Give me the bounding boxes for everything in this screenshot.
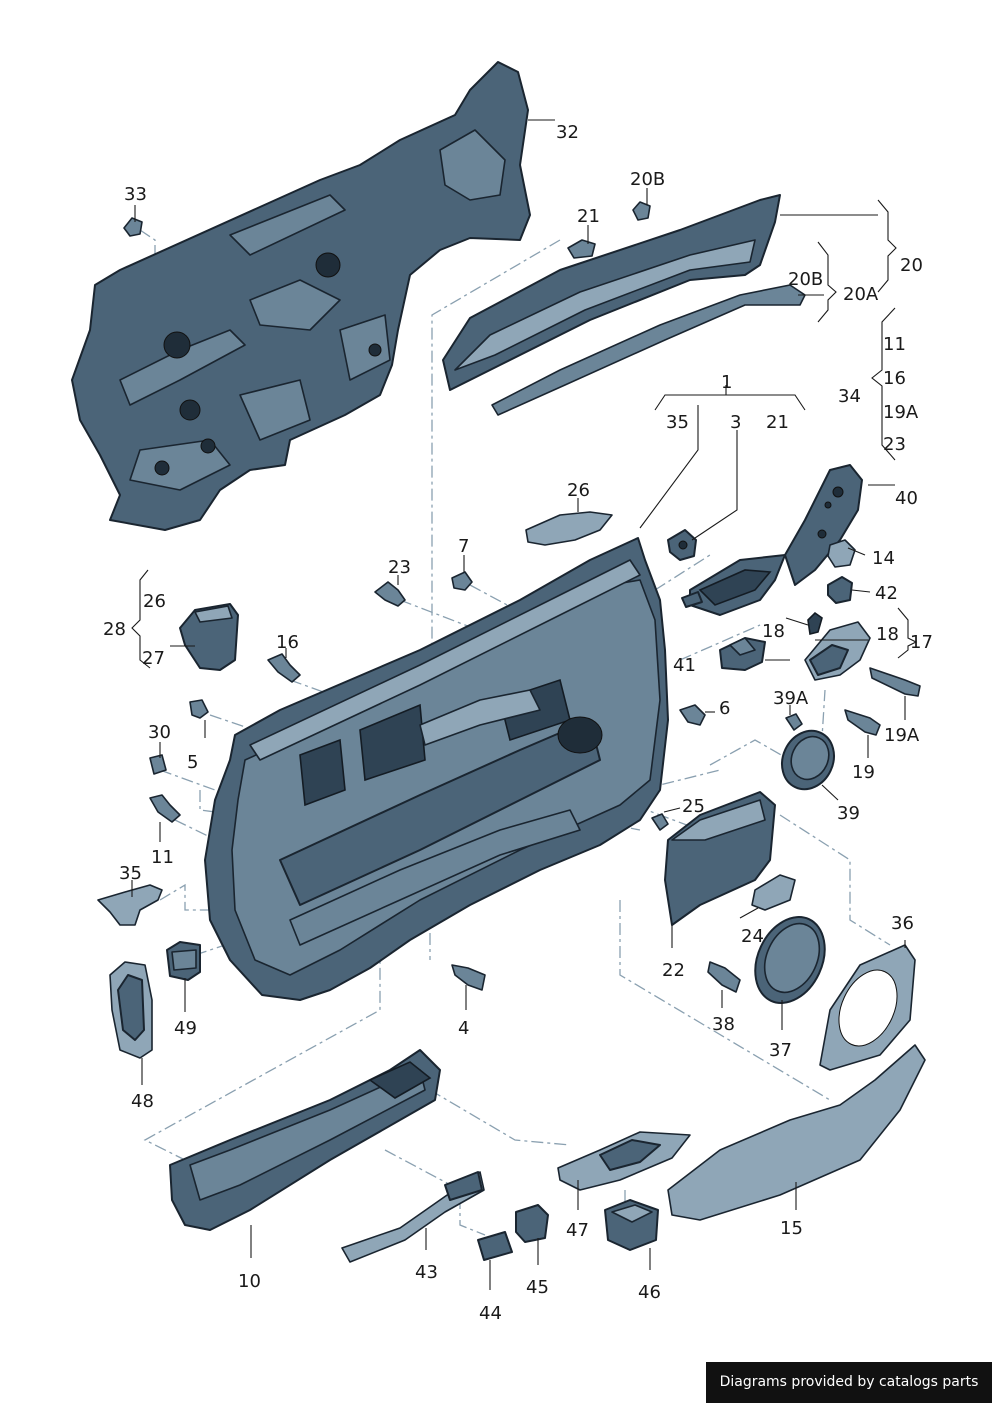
label-20a: 20A [843, 284, 879, 305]
armrest-15 [667, 1044, 926, 1221]
pocket-cover-22 [664, 791, 776, 926]
handle-insert-26 [525, 511, 613, 546]
switch-42 [827, 576, 853, 604]
label-4: 4 [458, 1018, 469, 1039]
label-37: 37 [769, 1040, 792, 1061]
label-43: 43 [415, 1262, 438, 1283]
label-45: 45 [526, 1277, 549, 1298]
label-15: 15 [780, 1218, 803, 1239]
label-27: 27 [142, 648, 165, 669]
switch-49 [166, 941, 201, 981]
mirror-switch-bracket [784, 464, 863, 586]
label-22: 22 [662, 960, 685, 981]
callout-labels: 32 33 21 20B 20 20B 20A 11 16 34 19A 23 … [103, 122, 933, 1324]
fasteners [149, 571, 921, 993]
label-35: 35 [119, 863, 142, 884]
label-33: 33 [124, 184, 147, 205]
label-26: 26 [143, 591, 166, 612]
label-48: 48 [131, 1091, 154, 1112]
cap-24 [751, 874, 796, 911]
speaker-grille-39 [781, 729, 835, 791]
label-10: 10 [238, 1271, 261, 1292]
label-38: 38 [712, 1014, 735, 1035]
label-34: 34 [838, 386, 861, 407]
leader-lines [131, 119, 918, 1290]
label-14: 14 [872, 548, 895, 569]
label-3: 3 [730, 412, 741, 433]
label-47: 47 [566, 1220, 589, 1241]
label-20b: 20B [630, 169, 665, 190]
label-36: 36 [891, 913, 914, 934]
label-19: 19 [852, 762, 875, 783]
label-11: 11 [151, 847, 174, 868]
label-39a: 39A [773, 688, 809, 709]
label-16: 16 [883, 368, 906, 389]
speaker-grille-37 [754, 916, 826, 1004]
credit-banner: Diagrams provided by catalogs parts [706, 1362, 992, 1403]
label-20: 20 [900, 255, 923, 276]
switch-cap-14 [827, 539, 856, 568]
label-42: 42 [875, 583, 898, 604]
label-7: 7 [458, 536, 469, 557]
clip-33 [123, 217, 143, 237]
label-18: 18 [762, 621, 785, 642]
armrest-pocket-10 [169, 1049, 441, 1231]
door-trim-panel [204, 537, 669, 1001]
switch-44 [477, 1231, 513, 1261]
window-trim-strip [442, 194, 781, 391]
switch-45 [515, 1204, 549, 1243]
label-49: 49 [174, 1018, 197, 1039]
trim-piece-35 [97, 884, 163, 926]
label-32: 32 [556, 122, 579, 143]
bracket-27 [179, 603, 239, 671]
insulation-panel [71, 61, 531, 531]
label-30: 30 [148, 722, 171, 743]
grab-handle-43 [341, 1171, 485, 1263]
label-6: 6 [719, 698, 730, 719]
label-26: 26 [567, 480, 590, 501]
label-23: 23 [388, 557, 411, 578]
label-23: 23 [883, 434, 906, 455]
label-17: 17 [910, 632, 933, 653]
label-39: 39 [837, 803, 860, 824]
label-18: 18 [876, 624, 899, 645]
label-21: 21 [766, 412, 789, 433]
label-1: 1 [721, 372, 732, 393]
label-40: 40 [895, 488, 918, 509]
handle-bezel-48 [109, 961, 153, 1059]
label-46: 46 [638, 1282, 661, 1303]
label-41: 41 [673, 655, 696, 676]
label-20b: 20B [788, 269, 823, 290]
label-21: 21 [577, 206, 600, 227]
bracket-17 [804, 621, 871, 681]
label-11: 11 [883, 334, 906, 355]
switch-46 [604, 1199, 659, 1251]
label-19a: 19A [884, 725, 920, 746]
label-16: 16 [276, 632, 299, 653]
label-44: 44 [479, 1303, 502, 1324]
seal-strip [491, 284, 806, 416]
clip-20b [632, 201, 651, 221]
bracket-3 [667, 529, 697, 561]
label-35: 35 [666, 412, 689, 433]
clip-21 [567, 239, 596, 259]
switch-bezel-47 [557, 1131, 691, 1191]
label-24: 24 [741, 926, 764, 947]
credit-text: Diagrams provided by catalogs parts [719, 1374, 979, 1390]
label-28: 28 [103, 619, 126, 640]
label-25: 25 [682, 796, 705, 817]
switch-carrier [681, 554, 786, 616]
speaker-trim-36 [819, 944, 916, 1071]
label-19a: 19A [883, 402, 919, 423]
label-5: 5 [187, 752, 198, 773]
clip-18 [807, 611, 823, 635]
switch-block-41 [719, 637, 766, 671]
